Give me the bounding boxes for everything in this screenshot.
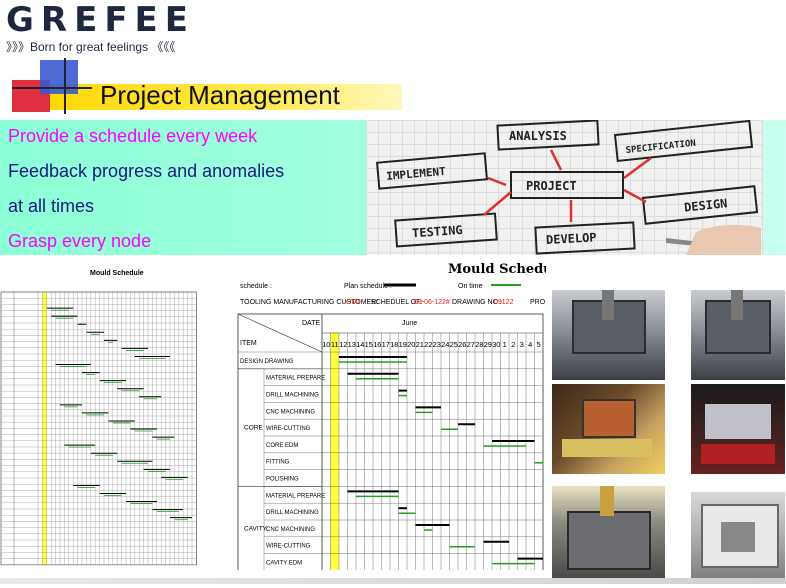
project-label: PRO: [530, 299, 546, 306]
row-label: DRILL MACHINING: [266, 510, 319, 516]
day-label: 20: [407, 340, 415, 349]
day-label: 5: [537, 340, 541, 349]
item-label: ITEM: [240, 340, 257, 347]
grid-border: [237, 313, 544, 570]
day-label: 27: [467, 340, 475, 349]
day-label: 26: [458, 340, 466, 349]
node-analysis: ANALYSIS: [509, 129, 567, 143]
drawing-label: DRAWING NO.:: [452, 299, 502, 306]
footer-strip: [0, 578, 786, 584]
small-schedule-sheet: Mould Schedule: [0, 260, 232, 580]
day-label: 12: [339, 340, 347, 349]
day-label: 19: [399, 340, 407, 349]
month-label: June: [402, 320, 417, 327]
schedule-grid: Mould Schedule schedule : Plan schedule …: [237, 262, 546, 570]
row-label: MATERIAL PREPARE: [266, 376, 325, 382]
sched-of-value: 09-06-122#: [414, 299, 450, 306]
logo: GREFEE: [6, 0, 195, 40]
row-label: MATERIAL PREPARE: [266, 493, 325, 499]
feature-4: Grasp every node: [8, 231, 152, 251]
photo-machining-2: [691, 290, 785, 380]
customer-value: OMI: [346, 299, 359, 306]
project-flowchart-image: ANALYSIS SPECIFICATION DESIGN DEVELOP TE…: [366, 120, 763, 255]
small-schedule-title: Mould Schedule: [90, 270, 144, 277]
day-label: 21: [416, 340, 424, 349]
sched-of-label: SCHEDUEL OF:: [371, 299, 423, 306]
photo-edm-machine: [691, 384, 785, 474]
day-label: 14: [356, 340, 364, 349]
node-design: DESIGN: [683, 196, 728, 214]
drawing-value: 09122: [494, 299, 514, 306]
row-label: WIRE-CUTTING: [266, 426, 311, 432]
day-label: 25: [450, 340, 458, 349]
section-title: Project Management: [100, 80, 340, 110]
node-develop: DEVELOP: [546, 230, 597, 247]
day-label: 30: [492, 340, 500, 349]
day-label: 13: [348, 340, 356, 349]
row-label: FITTING: [266, 460, 290, 466]
day-label: 4: [528, 340, 532, 349]
node-testing: TESTING: [412, 223, 463, 240]
day-label: 17: [382, 340, 390, 349]
section-banner: Project Management: [12, 58, 402, 114]
day-label: 1: [503, 340, 507, 349]
day-label: 11: [331, 340, 339, 349]
photo-machining-1: [552, 290, 665, 380]
day-label: 29: [484, 340, 492, 349]
customer-label: TOOLING MANUFACTURING CUSTOMER:: [240, 299, 378, 306]
day-label: 16: [373, 340, 381, 349]
row-label: CAVITY EDM: [266, 561, 302, 567]
small-schedule-grid: [0, 291, 197, 566]
day-label: 15: [365, 340, 373, 349]
plan-label: Plan schedule :: [344, 283, 392, 290]
schedule-title: Mould Schedule: [448, 262, 546, 277]
day-label: 2: [511, 340, 515, 349]
feature-1: Provide a schedule every week: [8, 126, 258, 146]
day-label: 28: [475, 340, 483, 349]
row-label: DESIGN DRAWING: [240, 359, 294, 365]
photo-mold-parts: [552, 384, 665, 474]
header-diagonal: [237, 313, 323, 353]
date-label: DATE: [302, 320, 320, 327]
photo-mold-base: [552, 486, 665, 578]
row-label: POLISHING: [266, 477, 299, 483]
feature-3: at all times: [8, 196, 95, 216]
ontime-label: On time: [458, 283, 483, 290]
row-label: DRILL MACHINING: [266, 393, 319, 399]
slogan: 》》》Born for great feelings 《《《: [6, 40, 176, 54]
node-implement: IMPLEMENT: [386, 165, 447, 183]
day-label: 23: [433, 340, 441, 349]
photo-press: [691, 492, 785, 578]
row-label: CORE EDM: [266, 443, 298, 449]
legend-label: schedule :: [240, 283, 272, 290]
group-label: CORE: [244, 425, 263, 432]
group-label: CAVITY: [244, 525, 268, 532]
day-label: 10: [322, 340, 330, 349]
highlight-column: [330, 332, 339, 570]
mould-schedule: Mould Schedule schedule : Plan schedule …: [236, 258, 546, 570]
day-label: 18: [390, 340, 398, 349]
row-label: CNC MACHINING: [266, 527, 315, 533]
day-label: 3: [520, 340, 524, 349]
flowchart-svg: ANALYSIS SPECIFICATION DESIGN DEVELOP TE…: [375, 120, 761, 255]
day-label: 22: [424, 340, 432, 349]
row-label: WIRE-CUTTING: [266, 544, 311, 550]
day-label: 24: [441, 340, 449, 349]
feature-2: Feedback progress and anomalies: [8, 161, 285, 181]
node-project: PROJECT: [526, 179, 577, 193]
row-label: CNC MACHINING: [266, 409, 315, 415]
